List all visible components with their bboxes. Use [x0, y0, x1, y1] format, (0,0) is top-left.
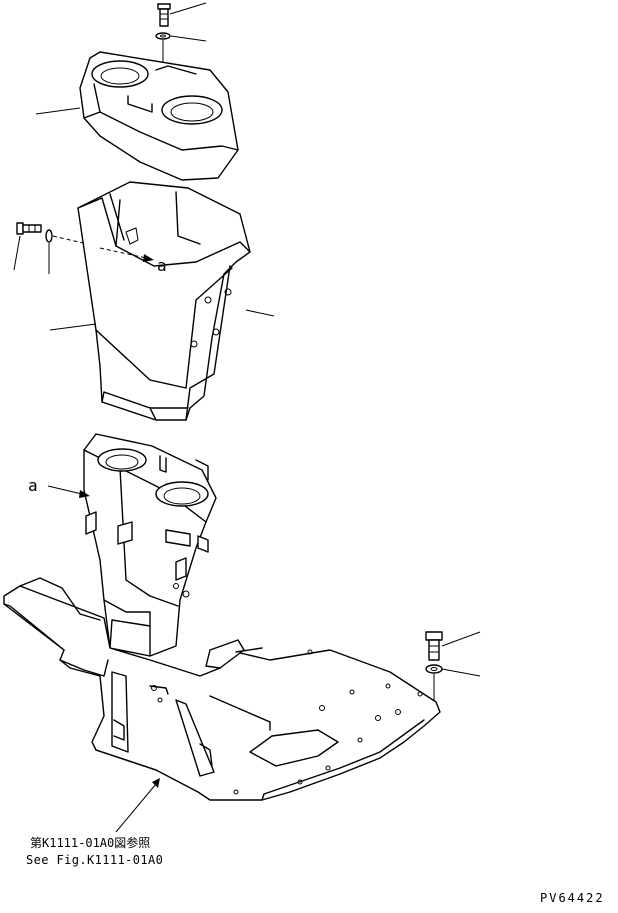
console-frame	[83, 433, 217, 657]
top-bolt	[157, 2, 207, 27]
reference-note-en: See Fig.K1111-01A0	[26, 853, 163, 867]
lower-cover	[49, 181, 275, 421]
callout-a-upper-label: a	[157, 256, 167, 275]
floor-plate	[3, 577, 441, 801]
drawing-code: PV64422	[540, 891, 605, 905]
reference-leader	[115, 778, 160, 833]
callout-a-upper: a	[99, 247, 167, 275]
right-bolt	[425, 631, 481, 661]
upper-cover	[35, 51, 239, 181]
side-bolt	[13, 222, 42, 271]
reference-note-jp: 第K1111-01A0図参照	[30, 835, 150, 850]
callout-a-lower-label: a	[28, 476, 38, 495]
right-washer	[425, 664, 481, 700]
callout-a-lower: a	[28, 476, 90, 498]
